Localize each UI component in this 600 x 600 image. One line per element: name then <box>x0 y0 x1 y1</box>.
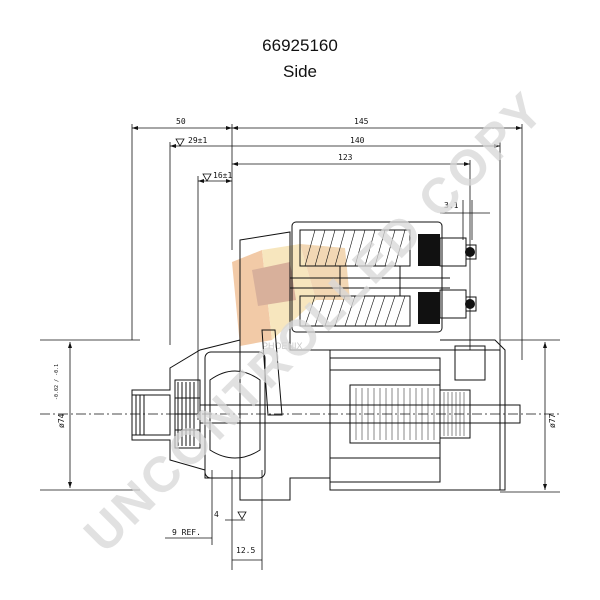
dim-29: 29±1 <box>188 136 207 145</box>
logo-watermark: PHOENIX <box>232 244 350 351</box>
dim-123: 123 <box>338 153 353 162</box>
terminal-blocks <box>418 234 475 324</box>
part-number-title: 66925160 <box>262 36 338 55</box>
dimension-lines <box>40 124 560 570</box>
dimension-arrows <box>68 126 547 490</box>
dim-77: ø77 <box>548 413 557 428</box>
logo-text: PHOENIX <box>262 341 303 351</box>
dim-4: 4 <box>214 510 219 519</box>
dim-74-tolerance: -0.02 / -0.1 <box>54 364 60 400</box>
dim-145: 145 <box>354 117 369 126</box>
view-label: Side <box>282 62 318 81</box>
dim-140: 140 <box>350 136 365 145</box>
starter-body <box>131 221 521 501</box>
dim-9-ref: 9 REF. <box>172 528 201 537</box>
dim-12-5: 12.5 <box>236 546 255 555</box>
dim-74: ø74 <box>57 413 66 428</box>
dim-50: 50 <box>176 117 186 126</box>
dim-16: 16±1 <box>213 171 232 180</box>
surface-symbols <box>175 138 247 520</box>
dim-3-1: 3.1 <box>444 201 459 210</box>
